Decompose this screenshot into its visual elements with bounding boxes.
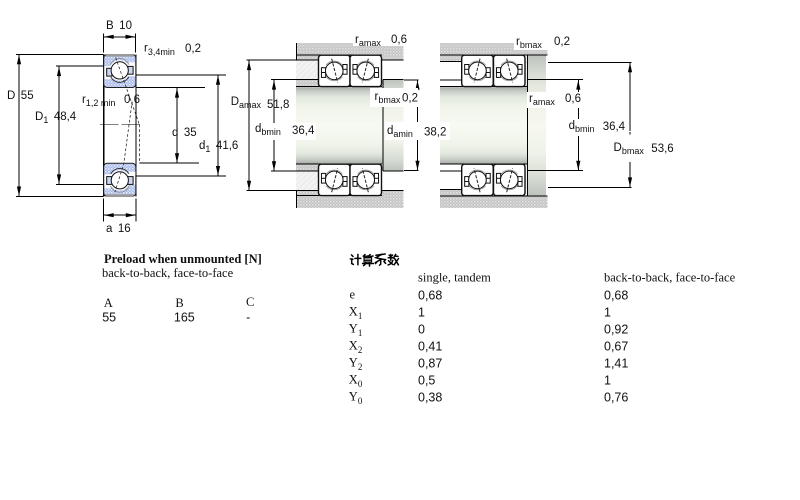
svg-text:0,2: 0,2 — [402, 93, 418, 105]
svg-text:0,87: 0,87 — [418, 357, 442, 371]
svg-text:dbmin: dbmin — [255, 123, 281, 137]
svg-text:0,6: 0,6 — [391, 34, 407, 46]
svg-text:B 10: B 10 — [106, 20, 132, 32]
svg-text:d1 41,6: d1 41,6 — [199, 140, 238, 154]
svg-text:back-to-back, face-to-face: back-to-back, face-to-face — [102, 266, 234, 280]
svg-text:0,68: 0,68 — [418, 289, 442, 303]
svg-text:ramax: ramax — [529, 93, 555, 107]
svg-text:back-to-back, face-to-face: back-to-back, face-to-face — [604, 271, 736, 285]
svg-text:0: 0 — [418, 323, 425, 337]
svg-text:0,41: 0,41 — [418, 340, 442, 354]
svg-text:51,8: 51,8 — [267, 99, 289, 111]
svg-text:Preload when unmounted [N]: Preload when unmounted [N] — [104, 252, 262, 266]
svg-text:rbmax: rbmax — [516, 36, 542, 50]
svg-text:ramax: ramax — [355, 34, 381, 48]
svg-text:0,2: 0,2 — [185, 43, 201, 55]
svg-text:r1,2 min: r1,2 min — [82, 94, 115, 108]
svg-text:0,38: 0,38 — [418, 391, 442, 405]
svg-text:0,76: 0,76 — [604, 391, 628, 405]
svg-text:r3,4min: r3,4min — [144, 43, 175, 58]
svg-text:B: B — [175, 296, 183, 310]
svg-text:Damax: Damax — [231, 96, 262, 110]
svg-text:1: 1 — [418, 306, 425, 320]
svg-text:rbmax: rbmax — [375, 91, 401, 105]
svg-text:0,68: 0,68 — [604, 289, 628, 303]
svg-text:0,67: 0,67 — [604, 340, 628, 354]
svg-text:e: e — [350, 288, 356, 302]
svg-text:0,92: 0,92 — [604, 323, 628, 337]
svg-text:C: C — [246, 295, 254, 309]
svg-text:36,4: 36,4 — [603, 121, 626, 133]
svg-text:53,6: 53,6 — [651, 143, 673, 155]
svg-text:A: A — [104, 296, 113, 310]
svg-text:55: 55 — [102, 311, 116, 325]
svg-text:damin: damin — [387, 125, 413, 139]
svg-text:D 55: D 55 — [7, 90, 34, 102]
svg-text:1: 1 — [604, 374, 611, 388]
svg-text:-: - — [246, 311, 250, 325]
svg-text:a 16: a 16 — [106, 223, 131, 235]
svg-text:0,6: 0,6 — [565, 93, 581, 105]
svg-text:single, tandem: single, tandem — [418, 271, 491, 285]
svg-text:d 35: d 35 — [172, 127, 197, 139]
svg-text:38,2: 38,2 — [424, 127, 446, 139]
svg-text:0,6: 0,6 — [124, 94, 140, 106]
svg-text:1,41: 1,41 — [604, 357, 628, 371]
svg-text:D1 48,4: D1 48,4 — [35, 111, 77, 125]
svg-text:Dbmax: Dbmax — [614, 142, 645, 156]
svg-text:1: 1 — [604, 306, 611, 320]
svg-text:0,2: 0,2 — [554, 36, 570, 48]
svg-text:dbmin: dbmin — [569, 120, 595, 134]
svg-text:36,4: 36,4 — [292, 125, 315, 137]
svg-text:0,5: 0,5 — [418, 374, 435, 388]
svg-text:165: 165 — [174, 311, 195, 325]
